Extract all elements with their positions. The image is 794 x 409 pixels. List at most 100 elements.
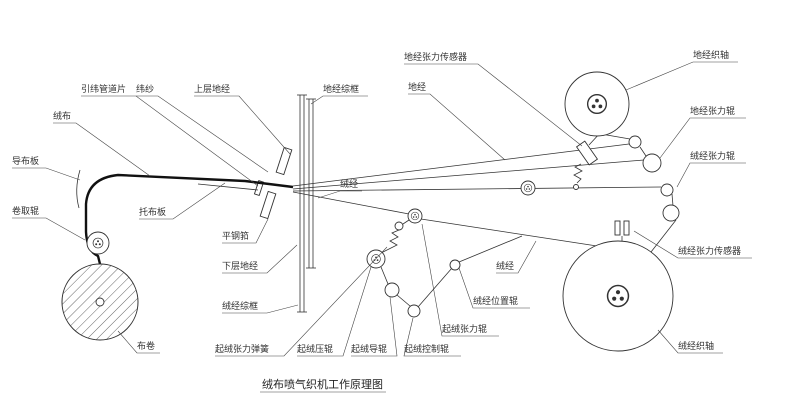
label-pile-press-roller: 起绒压辊 <box>297 266 372 357</box>
label-pile-control-roller-text: 起绒控制辊 <box>404 343 449 355</box>
spring-anchor-roller-shape <box>394 221 404 231</box>
label-ground-warp-tension-roller-text: 地经张力辊 <box>690 105 735 117</box>
label-pile-press-roller-text: 起绒压辊 <box>297 343 333 355</box>
label-pile-warp-beam-text: 绒经织轴 <box>678 340 714 352</box>
label-pile-warp-tension-roller-upper-text: 绒经张力辊 <box>690 150 735 162</box>
label-ground-warp-tension-roller: 地经张力辊 <box>659 105 746 159</box>
leader-pile-press-roller <box>297 266 372 357</box>
leader-ground-heald-frame <box>310 95 368 105</box>
pile-warp-tension-roller-lower-shape <box>662 204 680 222</box>
label-pile-warp-left-text: 绒经 <box>340 178 358 190</box>
leader-pile-warp-right <box>496 240 537 274</box>
weft-channel-piece-shape <box>253 180 265 196</box>
label-weft-yarn: 纬纱 <box>136 83 269 173</box>
label-cloth-roll: 布卷 <box>117 330 160 354</box>
leader-cloth-guide-plate <box>12 167 81 181</box>
leader-pile-tension-roller <box>421 223 499 337</box>
label-pile-warp-left: 绒经 <box>317 178 362 199</box>
leader-upper-ground-warp <box>194 95 291 155</box>
leader-pile-heald-frame <box>222 304 299 314</box>
label-ground-warp-beam: 地经织轴 <box>625 49 738 91</box>
diagram-title: 绒布喷气织机工作原理图 <box>260 377 386 393</box>
leader-ground-warp-tension-roller <box>659 117 746 159</box>
warp-lines <box>292 131 677 308</box>
label-flat-reed: 平钢筘 <box>222 218 269 244</box>
pile-warp-tension-roller-upper-shape <box>660 183 674 197</box>
leader-cloth-roll <box>117 330 160 354</box>
leader-takeup-roller <box>12 217 86 241</box>
label-cloth-roll-text: 布卷 <box>137 340 155 352</box>
leader-weft-channel-piece <box>81 95 259 187</box>
label-pile-warp-beam: 绒经织轴 <box>657 329 723 354</box>
label-pile-warp-right: 绒经 <box>496 240 537 274</box>
leader-lower-ground-warp <box>222 244 298 274</box>
leader-ground-warp-beam <box>625 61 738 91</box>
ground-warp-tension-sensor-shape <box>573 140 599 190</box>
label-pile-guide-roller-text: 起绒导辊 <box>351 343 387 355</box>
label-ground-warp-text: 地经 <box>408 81 426 93</box>
leader-pile-guide-roller <box>351 296 398 357</box>
label-takeup-roller-text: 卷取辊 <box>12 205 39 217</box>
cloth-support-plate-shape <box>197 183 259 191</box>
label-ground-warp: 地经 <box>408 81 506 161</box>
label-cloth-guide-plate: 导布板 <box>12 155 81 181</box>
label-pile-tension-roller-text: 起绒张力辊 <box>442 323 487 335</box>
pile-position-roller-shape <box>449 259 461 271</box>
label-takeup-roller: 卷取辊 <box>12 205 86 241</box>
pile-guide-roller-shape <box>384 282 400 298</box>
label-ground-warp-beam-text: 地经织轴 <box>693 49 729 61</box>
leader-pile-warp-left <box>317 190 362 199</box>
pile-warp-beam-shape <box>562 240 674 352</box>
leader-pile-warp-tension-roller-upper <box>676 162 746 188</box>
label-ground-warp-tension-sensor-text: 地经张力传感器 <box>404 51 467 63</box>
leader-flat-reed <box>222 218 269 244</box>
diagram-title-text: 绒布喷气织机工作原理图 <box>262 377 383 391</box>
label-pile-position-roller-text: 绒经位置辊 <box>473 295 518 307</box>
label-lower-ground-warp-text: 下层地经 <box>222 260 258 272</box>
leader-pile-warp-beam <box>657 329 723 354</box>
label-pile-warp-tension-roller-upper: 绒经张力辊 <box>676 150 746 188</box>
flat-reed-shape <box>275 146 293 176</box>
label-pile-guide-roller: 起绒导辊 <box>351 296 398 357</box>
label-upper-ground-warp: 上层地经 <box>194 83 291 155</box>
pile-control-roller-shape <box>407 304 421 318</box>
ground-warp-beam-shape <box>564 71 630 137</box>
label-flat-reed-text: 平钢筘 <box>222 230 249 242</box>
cloth-guide-plate-shape <box>76 169 81 209</box>
label-ground-heald-frame: 地经综框 <box>310 83 368 105</box>
leader-pile-control-roller <box>403 317 461 357</box>
label-cloth-support-plate: 托布板 <box>139 182 226 220</box>
pile-warp-tension-sensor-shape <box>614 220 630 236</box>
label-pile-control-roller: 起绒控制辊 <box>403 317 461 357</box>
pile-tension-spring-shape <box>382 229 400 253</box>
ground-warp-tension-roller-shape <box>642 153 662 173</box>
label-pile-warp-tension-sensor-text: 绒经张力传感器 <box>678 245 741 257</box>
leader-ground-warp <box>408 93 506 161</box>
flat-reed-shape-2 <box>259 190 277 220</box>
leader-fleece-fabric <box>53 122 151 177</box>
labels: 引纬管道片 纬纱 上层地经 地经综框 地经张力传感器 地经 地经织轴 地经张力 <box>12 49 752 357</box>
leader-cloth-support-plate <box>139 182 226 220</box>
leader-pile-warp-tension-sensor <box>633 230 752 259</box>
label-weft-yarn-text: 纬纱 <box>136 83 154 95</box>
reed-and-weft-channel <box>253 146 293 220</box>
leader-pile-position-roller <box>458 267 530 309</box>
label-pile-heald-frame-text: 绒经综框 <box>222 300 258 312</box>
ground-warp-guide-roller-shape <box>628 135 642 149</box>
label-pile-warp-tension-sensor: 绒经张力传感器 <box>633 230 752 259</box>
label-ground-heald-frame-text: 地经综框 <box>323 83 359 95</box>
label-pile-position-roller: 绒经位置辊 <box>458 267 530 309</box>
cloth-roll-shape <box>61 263 139 341</box>
label-weft-channel-piece: 引纬管道片 <box>81 83 259 187</box>
label-fleece-fabric-text: 绒布 <box>53 110 71 122</box>
label-cloth-guide-plate-text: 导布板 <box>12 155 39 167</box>
label-fleece-fabric: 绒布 <box>53 110 151 177</box>
leader-weft-yarn <box>136 95 269 173</box>
label-pile-heald-frame: 绒经综框 <box>222 300 299 314</box>
label-pile-tension-spring-text: 起绒张力弹簧 <box>215 343 269 355</box>
label-lower-ground-warp: 下层地经 <box>222 244 298 274</box>
label-upper-ground-warp-text: 上层地经 <box>194 83 230 95</box>
leader-ground-warp-tension-sensor <box>404 63 583 147</box>
